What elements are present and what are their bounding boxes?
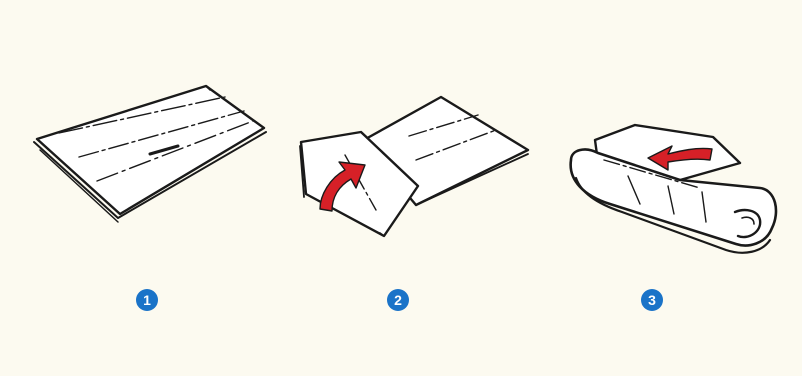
step-1-badge: 1: [136, 289, 158, 311]
step-2-cloth-icon: [299, 95, 530, 238]
straight-arrow-icon: [647, 145, 713, 171]
curved-arrow-icon: [319, 161, 366, 212]
step-3-badge: 3: [641, 289, 663, 311]
step-1-cloth-icon: [33, 84, 267, 223]
step-3-cloth-icon: [569, 123, 778, 254]
step-2-badge: 2: [387, 289, 409, 311]
